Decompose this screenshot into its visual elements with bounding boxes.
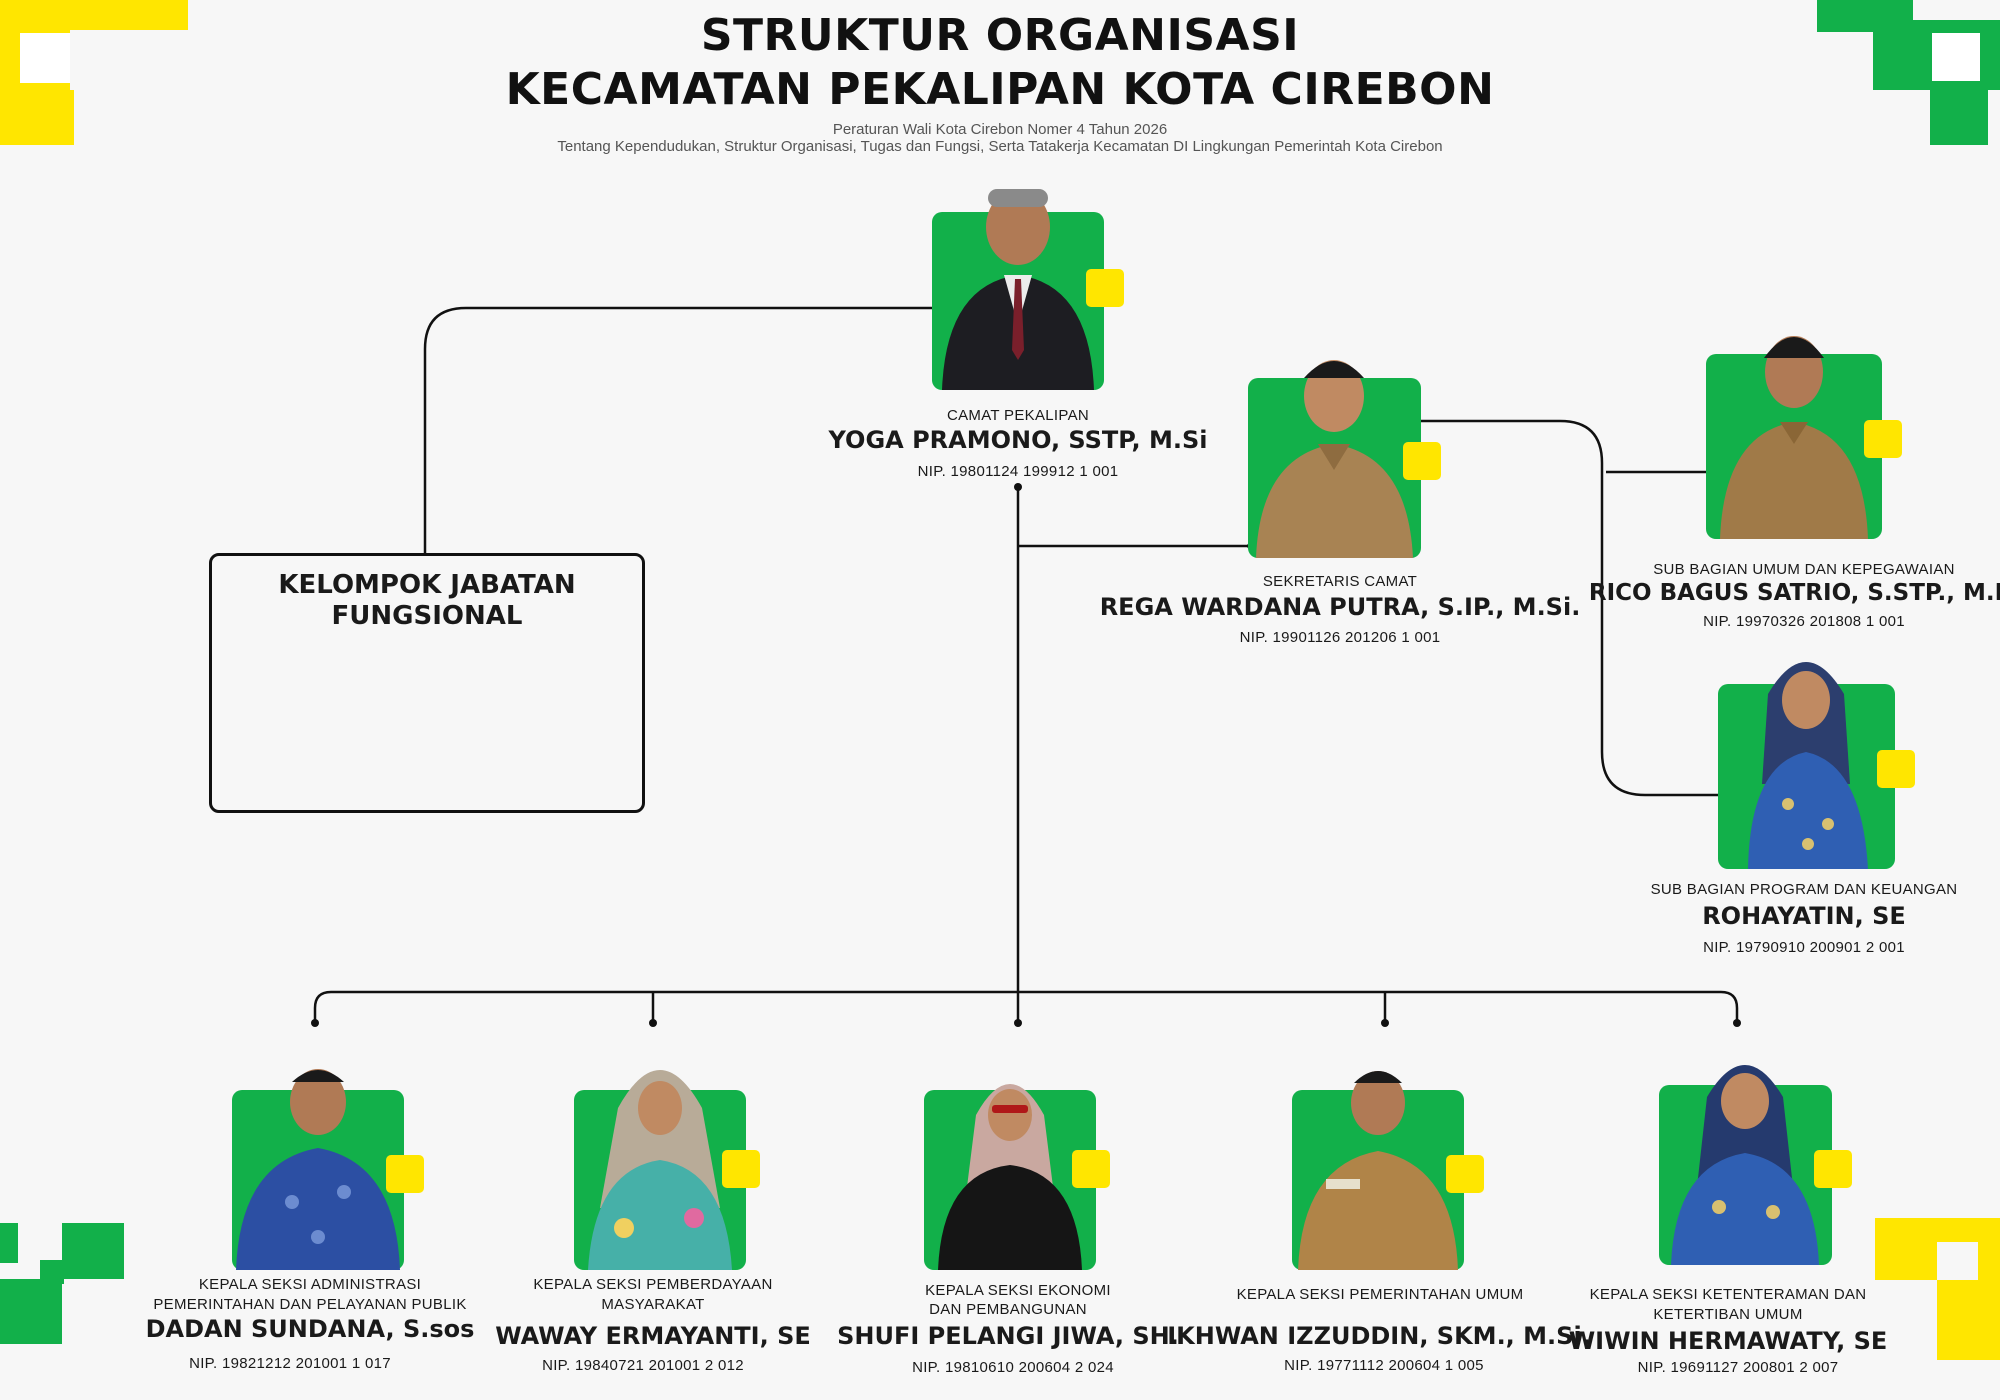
yellow-tag (386, 1155, 424, 1193)
page-title-line2: KECAMATAN PEKALIPAN KOTA CIREBON (505, 64, 1495, 115)
person-silhouette-icon (1671, 1065, 1819, 1265)
subbag-umum-nip: NIP. 19970326 201808 1 001 (1703, 613, 1905, 630)
connector-dot-seksi-1 (311, 1019, 319, 1027)
seksi-5-nip: NIP. 19691127 200801 2 007 (1637, 1359, 1839, 1376)
person-silhouette-icon (1748, 662, 1868, 869)
page-title-line1: STRUKTUR ORGANISASI (700, 10, 1300, 61)
seksi-2-name: WAWAY ERMAYANTI, SE (495, 1322, 811, 1350)
seksi-2-role-line2: MASYARAKAT (601, 1296, 705, 1313)
camat-nip: NIP. 19801124 199912 1 001 (917, 463, 1119, 480)
fungsional-title-line1: KELOMPOK JABATAN (278, 570, 576, 600)
seksi-1-role-line2: PEMERINTAHAN DAN PELAYANAN PUBLIK (153, 1296, 467, 1313)
yellow-tag (1446, 1155, 1484, 1193)
subbag-program-photo (1718, 662, 1915, 869)
yellow-tag (1877, 750, 1915, 788)
fungsional-title: KELOMPOK JABATAN FUNGSIONAL (212, 570, 642, 632)
yellow-tag (1864, 420, 1902, 458)
subbag-umum-name: RICO BAGUS SATRIO, S.STP., M.E. (1588, 580, 2000, 606)
seksi-1-role-line1: KEPALA SEKSI ADMINISTRASI (198, 1276, 422, 1293)
seksi-1-photo (232, 1069, 424, 1270)
person-silhouette-icon (1298, 1071, 1458, 1270)
subbag-program-role: SUB BAGIAN PROGRAM DAN KEUANGAN (1650, 881, 1958, 898)
yellow-tag (1814, 1150, 1852, 1188)
connector-dot-seksi-4 (1381, 1019, 1389, 1027)
person-silhouette-icon (236, 1069, 400, 1270)
subbag-program-name: ROHAYATIN, SE (1702, 902, 1906, 930)
seksi-4-photo (1292, 1071, 1484, 1270)
seksi-2-nip: NIP. 19840721 201001 2 012 (542, 1357, 744, 1374)
seksi-4-nip: NIP. 19771112 200604 1 005 (1284, 1357, 1484, 1374)
seksi-3-name: SHUFI PELANGI JIWA, SH. (837, 1322, 1179, 1350)
fungsional-box: KELOMPOK JABATAN FUNGSIONAL (209, 553, 645, 813)
person-silhouette-icon (1720, 336, 1868, 539)
person-silhouette-icon (938, 1084, 1082, 1270)
connector-dot-seksi-5 (1733, 1019, 1741, 1027)
subbag-umum-role: SUB BAGIAN UMUM DAN KEPEGAWAIAN (1653, 561, 1955, 578)
sekretaris-role: SEKRETARIS CAMAT (1262, 573, 1418, 590)
connector-camat-fungsional (423, 306, 932, 553)
person-silhouette-icon (588, 1070, 732, 1270)
yellow-tag (722, 1150, 760, 1188)
seksi-5-name: WIWIN HERMAWATY, SE (1568, 1327, 1888, 1355)
connector-sekretaris-subbag (1420, 419, 1720, 797)
subtitle-regulation: Peraturan Wali Kota Cirebon Nomer 4 Tahu… (832, 121, 1168, 138)
camat-name: YOGA PRAMONO, SSTP, M.Si (828, 426, 1208, 454)
seksi-1-nip: NIP. 19821212 201001 1 017 (189, 1355, 391, 1372)
seksi-2-photo (574, 1070, 760, 1270)
seksi-3-nip: NIP. 19810610 200604 2 024 (912, 1359, 1114, 1376)
connector-dot-seksi-3 (1014, 1019, 1022, 1027)
seksi-3-photo (924, 1084, 1110, 1270)
subtitle-description: Tentang Kependudukan, Struktur Organisas… (557, 138, 1443, 155)
yellow-tag (1086, 269, 1124, 307)
sekretaris-name: REGA WARDANA PUTRA, S.IP., M.Si. (1099, 593, 1581, 621)
subbag-program-nip: NIP. 19790910 200901 2 001 (1703, 939, 1905, 956)
yellow-tag (1403, 442, 1441, 480)
sekretaris-nip: NIP. 19901126 201206 1 001 (1239, 629, 1441, 646)
connector-dot-seksi-2 (649, 1019, 657, 1027)
fungsional-title-line2: FUNGSIONAL (331, 601, 523, 631)
person-silhouette-icon (1256, 360, 1413, 558)
yellow-tag (1072, 1150, 1110, 1188)
connector-seksi-bus (313, 990, 1739, 1023)
sekretaris-photo (1248, 360, 1441, 558)
seksi-5-role-line2: KETERTIBAN UMUM (1653, 1306, 1803, 1323)
subbag-umum-photo (1706, 336, 1902, 539)
person-silhouette-icon (942, 189, 1094, 390)
seksi-3-role-line1: KEPALA SEKSI EKONOMI (925, 1282, 1111, 1299)
camat-role: CAMAT PEKALIPAN (946, 407, 1090, 424)
camat-photo (932, 189, 1124, 390)
seksi-5-role-line1: KEPALA SEKSI KETENTERAMAN DAN (1589, 1286, 1867, 1303)
seksi-5-photo (1659, 1065, 1852, 1265)
seksi-4-name: IKHWAN IZZUDDIN, SKM., M.Si. (1167, 1322, 1591, 1350)
seksi-1-name: DADAN SUNDANA, S.sos (145, 1315, 475, 1343)
connector-dot-camat (1014, 483, 1022, 491)
seksi-3-role-line2: DAN PEMBANGUNAN (929, 1301, 1087, 1318)
seksi-2-role-line1: KEPALA SEKSI PEMBERDAYAAN (533, 1276, 773, 1293)
seksi-4-role-line1: KEPALA SEKSI PEMERINTAHAN UMUM (1236, 1286, 1524, 1303)
